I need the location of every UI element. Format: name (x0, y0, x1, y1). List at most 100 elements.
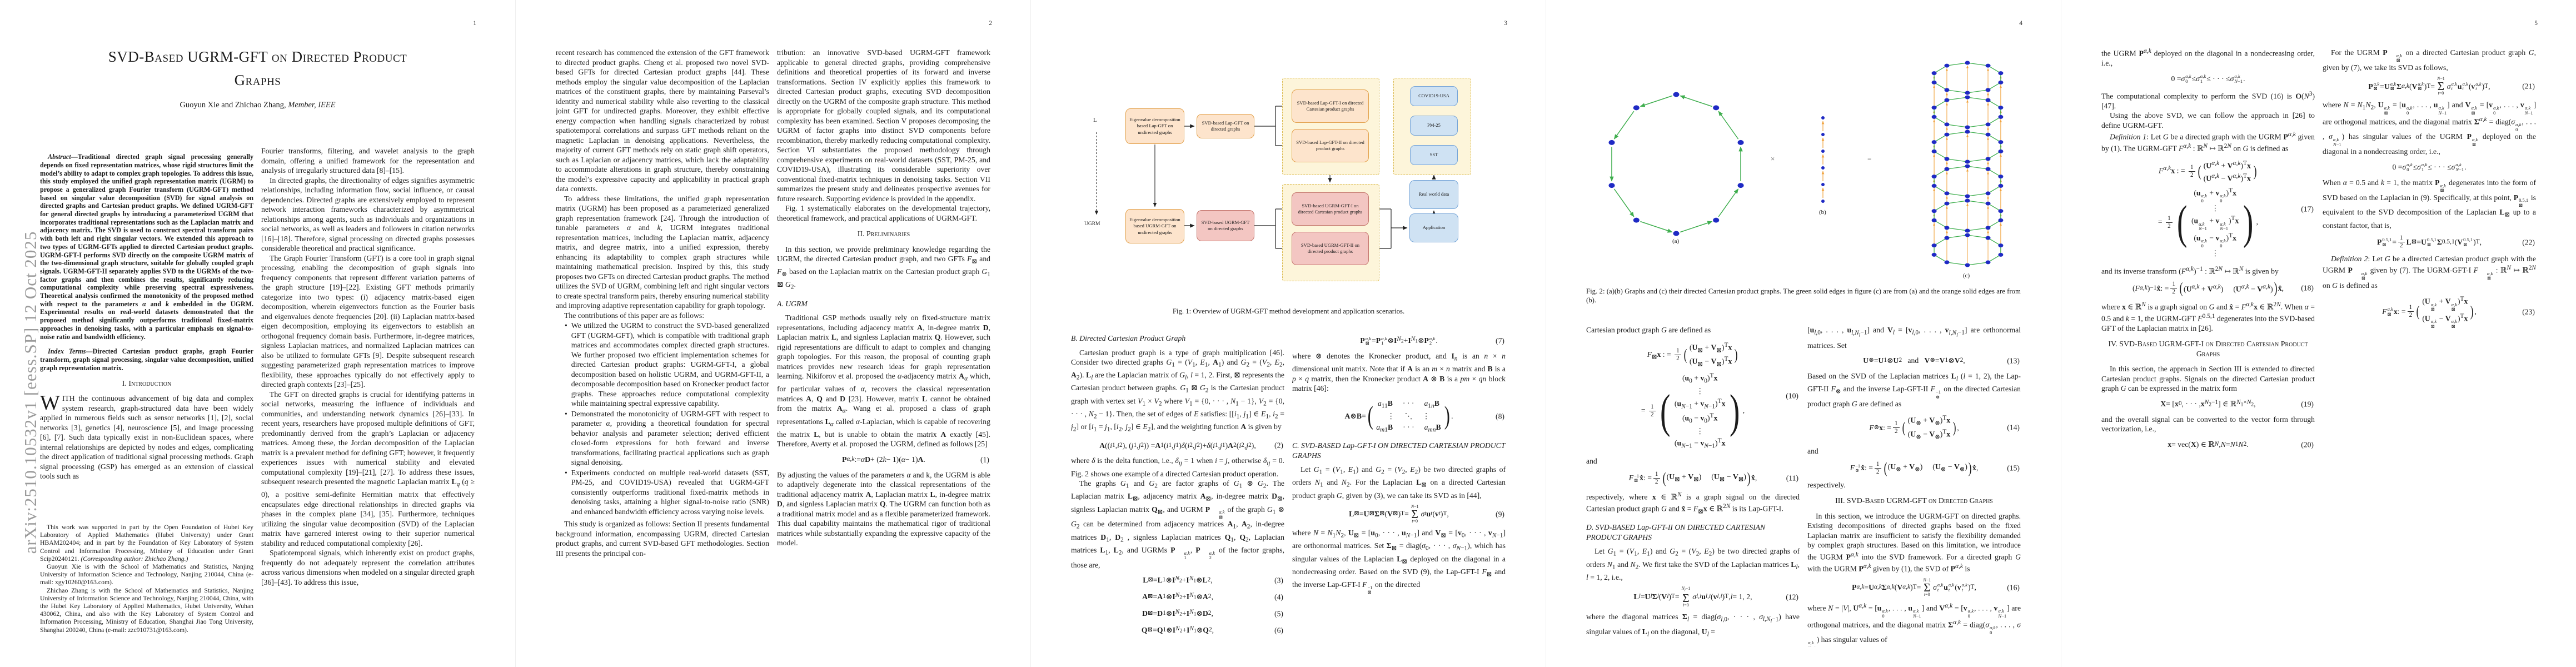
index-terms: Index Terms—Directed Cartesian product g… (40, 347, 253, 372)
bullet-item: We utilized the UGRM to construct the SV… (556, 321, 769, 409)
paragraph: Cartesian product graph G are defined as (1586, 326, 1711, 334)
paragraph: This study is organized as follows: Sect… (556, 520, 769, 558)
paragraph: By adjusting the values of the parameter… (777, 470, 990, 547)
paragraph: In directed graphs, the directionality o… (261, 176, 475, 253)
bullet-item: Experiments conducted on multiple real-w… (556, 468, 769, 517)
subsection-heading-b: B. Directed Cartesian Product Graph (1071, 334, 1186, 342)
fig2-equals-operator: = (1867, 155, 1872, 163)
subsection-heading-d: D. SVD-BASED Lap-GFT-II ON DIRECTED CART… (1586, 523, 1766, 541)
paragraph: The contributions of this paper are as f… (564, 311, 705, 320)
paragraph: The Graph Fourier Transform (GFT) is a c… (261, 253, 475, 389)
page-number: 4 (2019, 20, 2022, 27)
paragraph: Definition 1: Let G be a directed graph … (2101, 131, 2315, 153)
paragraph: the UGRM Pα,k deployed on the diagonal i… (2101, 48, 2315, 68)
fig2-caption: Fig. 2: (a)(b) Graphs and (c) their dire… (1586, 287, 2021, 304)
paragraph: Definition 2: Let G be a directed Cartes… (2323, 254, 2536, 290)
fig1-box-pm25: PM-25 (1410, 116, 1458, 136)
column-left: Cartesian product graph G are defined as… (1586, 325, 1800, 646)
fig1-box-svd-lap: SVD-based Lap-GFT on directed graphs (1197, 114, 1254, 138)
fig1-box-lap-gft1: SVD-based Lap-GFT-I on directed Cartesia… (1292, 89, 1369, 123)
paragraph: and the overall signal can be converted … (2101, 415, 2315, 434)
fig1-box-ugrm-gft1: SVD-based UGRM-GFT-I on directed Cartesi… (1292, 192, 1369, 226)
paragraph: respectively. (1807, 480, 1846, 489)
paragraph: Cartesian product graph is a type of gra… (1071, 348, 1284, 433)
fig1-box-svd-ugrm: SVD-based UGRM-GFT on directed graphs (1197, 210, 1254, 241)
paragraph: where the diagonal matrices Σl = diag(σl… (1586, 612, 1800, 638)
fig1-label-UGRM: UGRM (1084, 221, 1100, 227)
fig1-box-realworld: Real world data (1409, 180, 1458, 209)
subsection-heading-ugrm: A. UGRM (777, 299, 808, 308)
fig2-label-b: (b) (1819, 209, 1826, 216)
paragraph: where ⊗ denotes the Kronecker product, a… (1292, 352, 1506, 393)
paragraph: The graphs G1 and G2 are factor graphs o… (1071, 479, 1284, 569)
page-number: 3 (1504, 20, 1507, 27)
paragraph: To address these limitations, the unifie… (556, 194, 769, 310)
paragraph: Spatiotemporal signals, which inherently… (261, 549, 475, 586)
footnote: Zhichao Zhang is with the School of Math… (40, 586, 253, 634)
fig1-box-covid: COVID19-USA (1410, 86, 1458, 106)
page-number: 1 (473, 20, 476, 27)
paragraph: In this section, we provide preliminary … (777, 245, 990, 291)
paragraph: [ul,0, . . . , ul,Nl−1] and Vl = [vl,0, … (1807, 326, 2021, 350)
fig1-box-ugrm-gft2: SVD-based UGRM-GFT-II on directed produc… (1292, 232, 1369, 265)
section-heading-introduction: I. Introduction (122, 379, 172, 388)
paragraph: and (1586, 457, 1597, 466)
paragraph: Let G1 = (V1, E1) and G2 = (V2, E2) be t… (1292, 465, 1506, 500)
fig1-caption: Fig. 1: Overview of UGRM-GFT method deve… (1172, 307, 1405, 315)
column-left: the UGRM Pα,k deployed on the diagonal i… (2101, 47, 2315, 647)
fig1-box-eig-lap: Eigenvalue decomposition based Lap-GFT o… (1125, 108, 1184, 144)
paragraph: Traditional GSP methods usually rely on … (777, 313, 990, 449)
page-4: 4 (a) × (b) = (c) Fig. 2: (a)(b) Graphs … (1546, 0, 2061, 667)
footnote: This work was supported in part by the O… (40, 524, 253, 563)
page-1: 1 arXiv:2510.10532v1 [eess.SP] 12 Oct 20… (0, 0, 515, 667)
column-right: tribution: an innovative SVD-based UGRM-… (777, 48, 990, 635)
paragraph: where δ is the delta function, i.e., δij… (1071, 456, 1284, 478)
fig1-box-sst: SST (1410, 145, 1458, 165)
fig2-canvas (1608, 61, 2004, 267)
page-2: 2 recent research has commenced the exte… (515, 0, 1031, 667)
paragraph: recent research has commenced the extens… (556, 48, 769, 193)
section-heading-iv: IV. SVD-Based UGRM-GFT-I on Directed Car… (2108, 340, 2308, 359)
arxiv-watermark: arXiv:2510.10532v1 [eess.SP] 12 Oct 2025 (21, 231, 40, 554)
column-left: recent research has commenced the extens… (556, 48, 769, 635)
abstract: Abstract—Traditional directed graph sign… (40, 153, 253, 341)
paragraph: tribution: an innovative SVD-based UGRM-… (777, 48, 990, 203)
page-5: 5 the UGRM Pα,k deployed on the diagonal… (2061, 0, 2576, 667)
paragraph: Fourier transforms, filtering, and wavel… (261, 147, 475, 175)
page-number: 2 (989, 20, 992, 27)
paragraph: The computational complexity to perform … (2101, 90, 2315, 110)
section-heading-iii: III. SVD-Based UGRM-GFT on Directed Grap… (1835, 497, 1993, 506)
column-left: B. Directed Cartesian Product Graph Cart… (1071, 334, 1284, 647)
paragraph: The GFT on directed graphs is crucial fo… (261, 390, 475, 547)
paper-title: SVD-Based UGRM-GFT on Directed Product G… (108, 48, 407, 88)
paragraph: and its inverse transform (Fα,k)−1 : ℝ2N… (2101, 265, 2279, 276)
equation-8: A ⊗ B = (a11B· · ·a1nB⋮⋱⋮am1B· · ·amnB) … (1344, 399, 1504, 434)
fig1-label-L: L (1093, 117, 1097, 123)
footnotes: This work was supported in part by the O… (40, 524, 253, 634)
paragraph: Based on the SVD of the Laplacian matric… (1807, 372, 2021, 409)
